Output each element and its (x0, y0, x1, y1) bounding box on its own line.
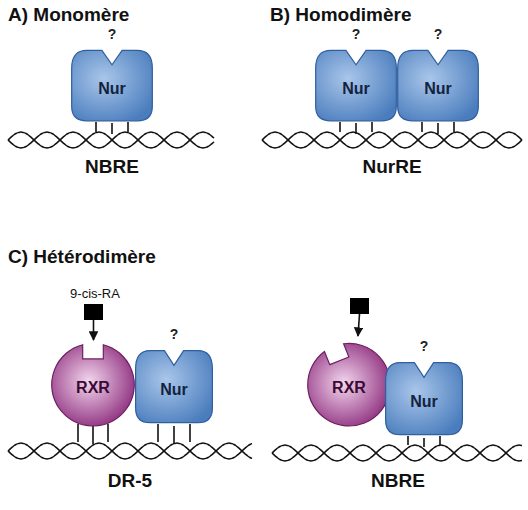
receptor-name: Nur (160, 381, 188, 399)
response-element: NurRE (362, 156, 421, 178)
response-element: NBRE (85, 156, 139, 178)
receptor-name: RXR (332, 379, 366, 397)
unknown-ligand-mark: ? (108, 26, 117, 42)
receptor-name: Nur (98, 80, 126, 98)
response-element: NBRE (371, 470, 425, 492)
unknown-ligand-mark: ? (434, 26, 443, 42)
unknown-ligand-mark: ? (170, 326, 179, 342)
nur-receptor: ?Nur (396, 44, 480, 124)
receptor-name: RXR (76, 379, 110, 397)
nur-receptor: ?Nur (384, 356, 464, 438)
dna-helix (8, 132, 522, 461)
dna-strand (8, 443, 252, 459)
nur-receptor: ?Nur (314, 44, 398, 124)
response-element: DR-5 (108, 470, 152, 492)
dna-strand (272, 445, 522, 461)
rxr-receptor: RXR (306, 340, 392, 426)
nur-receptor: ?Nur (134, 344, 214, 426)
dna-strand (8, 132, 214, 148)
dna-strand (272, 445, 522, 461)
dna-strand (8, 443, 252, 459)
panel-title: C) Hétérodimère (8, 246, 156, 268)
unknown-ligand-mark: ? (420, 338, 429, 354)
ligand (84, 298, 369, 340)
panel-title: A) Monomère (8, 4, 129, 26)
nur-receptor: ?Nur (70, 44, 154, 124)
unknown-ligand-mark: ? (352, 26, 361, 42)
dna-strand (262, 132, 522, 148)
receptor-name: Nur (424, 80, 452, 98)
dna-strand (8, 132, 214, 148)
panel-title: B) Homodimère (270, 4, 411, 26)
receptor-name: Nur (342, 80, 370, 98)
rxr-receptor: RXR (50, 340, 136, 426)
dna-strand (262, 132, 522, 148)
ligand-name: 9-cis-RA (70, 286, 120, 301)
receptor-name: Nur (410, 393, 438, 411)
